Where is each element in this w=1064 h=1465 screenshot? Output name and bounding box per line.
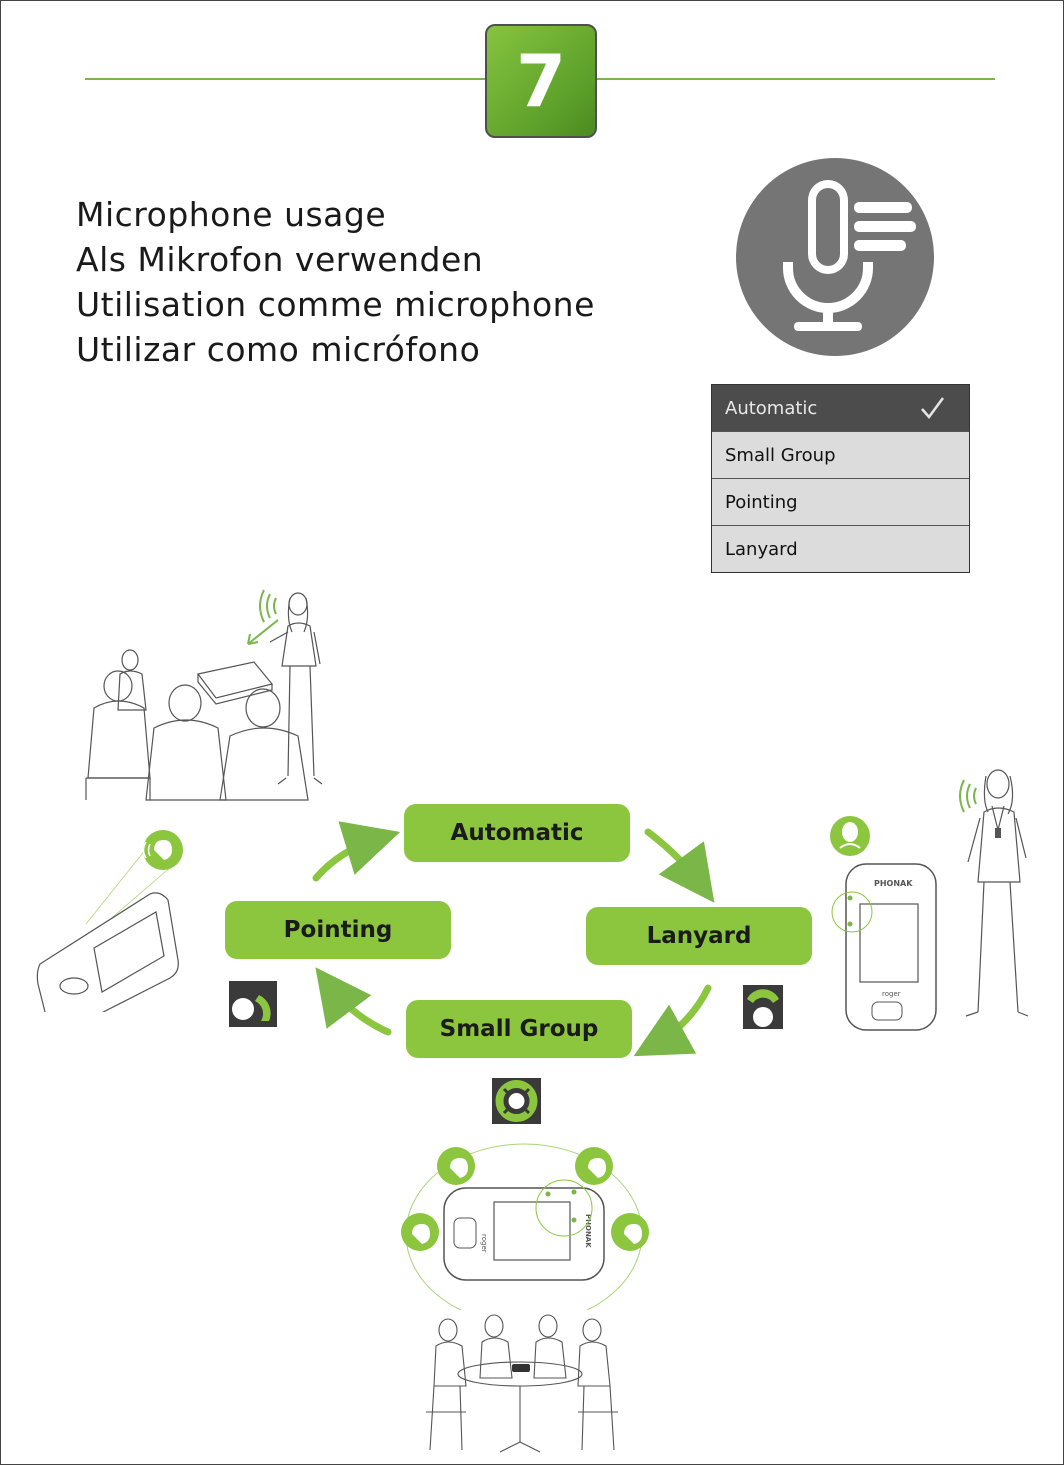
- menu-item-label: Lanyard: [725, 538, 798, 560]
- svg-text:roger: roger: [882, 990, 901, 998]
- menu-item-pointing[interactable]: Pointing: [712, 479, 969, 526]
- title-english: Microphone usage: [76, 195, 387, 234]
- title-german: Als Mikrofon verwenden: [76, 240, 484, 279]
- title-french: Utilisation comme microphone: [76, 285, 595, 324]
- menu-item-label: Automatic: [725, 397, 818, 419]
- small-group-table-illustration: [426, 1314, 618, 1453]
- mode-menu: Automatic Small Group Pointing Lanyard: [711, 384, 970, 573]
- menu-item-lanyard[interactable]: Lanyard: [712, 526, 969, 572]
- menu-item-label: Small Group: [725, 444, 836, 466]
- menu-item-automatic[interactable]: Automatic: [712, 385, 969, 432]
- menu-item-label: Pointing: [725, 491, 798, 513]
- pointing-mode-icon: [229, 981, 277, 1027]
- lanyard-speaker-illustration: [959, 769, 1029, 1017]
- header-rule-right: [594, 78, 995, 80]
- lanyard-mode-icon: [743, 985, 783, 1029]
- checkmark-icon: [921, 397, 945, 419]
- header-rule-left: [85, 78, 485, 80]
- pointing-device-illustration: [36, 830, 183, 1012]
- classroom-pointing-illustration: [85, 589, 323, 801]
- lanyard-mode-button[interactable]: Lanyard: [586, 907, 812, 965]
- mode-cycle-arrows: [312, 821, 715, 1057]
- small-group-mode-button[interactable]: Small Group: [406, 1000, 632, 1058]
- svg-text:PHONAK: PHONAK: [584, 1214, 592, 1248]
- title-block: Microphone usage Als Mikrofon verwenden …: [76, 192, 595, 372]
- menu-item-small-group[interactable]: Small Group: [712, 432, 969, 479]
- svg-text:roger: roger: [480, 1234, 488, 1253]
- lanyard-device-illustration: PHONAK roger: [830, 816, 937, 1031]
- small-group-device-illustration: roger PHONAK: [401, 1143, 649, 1310]
- step-number-badge: 7: [485, 24, 597, 138]
- small-group-mode-icon: [492, 1078, 541, 1124]
- automatic-mode-button[interactable]: Automatic: [404, 804, 630, 862]
- pointing-mode-button[interactable]: Pointing: [225, 901, 451, 959]
- microphone-speech-icon: [736, 158, 934, 356]
- svg-text:PHONAK: PHONAK: [874, 879, 913, 888]
- title-spanish: Utilizar como micrófono: [76, 330, 481, 369]
